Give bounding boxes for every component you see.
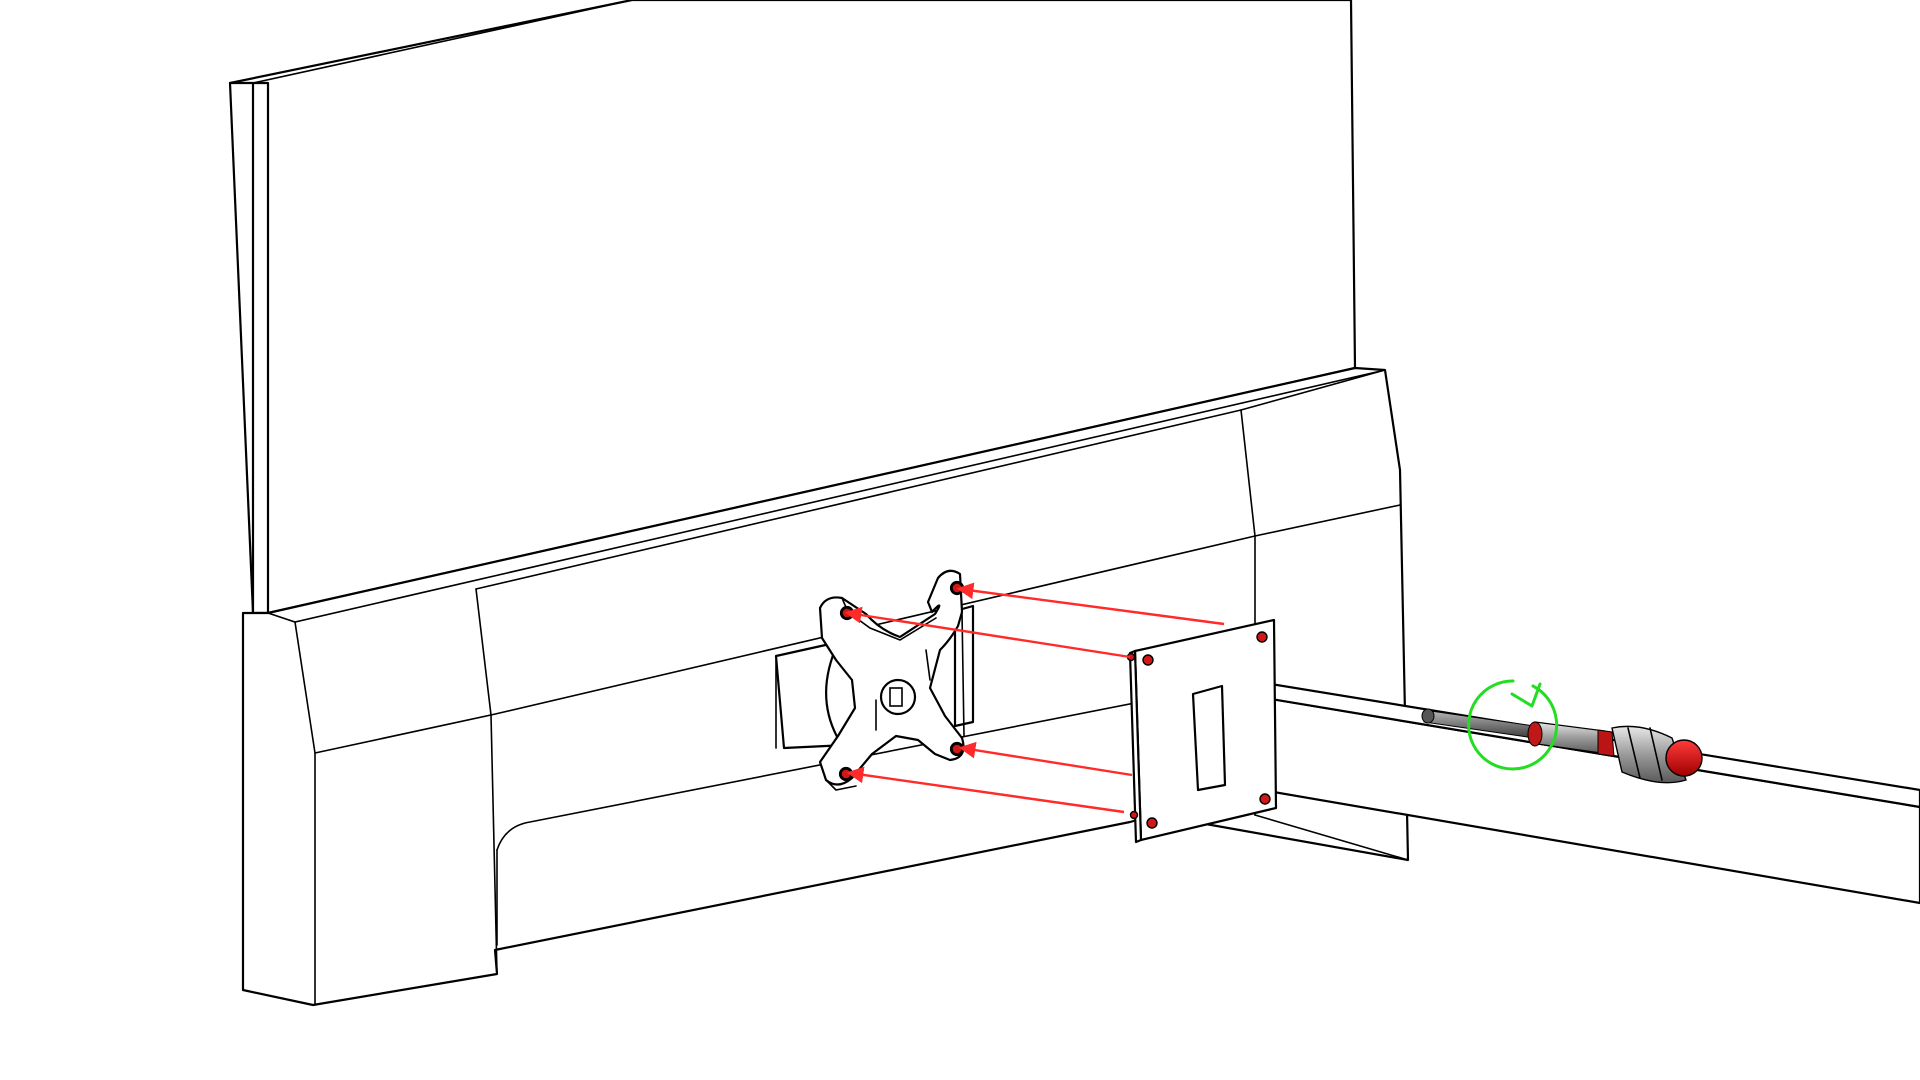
alignment-arrows: [844, 582, 1225, 814]
mounting-arm: [1191, 674, 1920, 905]
bracket-screw-hole: [951, 743, 963, 755]
plate-screw-hole: [1259, 793, 1271, 805]
plate-pin-hole: [1129, 810, 1139, 820]
screwdriver: [1421, 708, 1703, 784]
monitor-back: [228, 0, 1410, 1007]
alignment-arrow: [956, 582, 1225, 626]
bracket-screw-hole: [840, 768, 852, 780]
plate-screw-hole: [1256, 631, 1268, 643]
clockwise-arrow-icon: [1467, 679, 1559, 771]
screwdriver-end-cap: [1665, 739, 1703, 777]
center-hole: [879, 678, 917, 716]
screw-holes: [840, 582, 1271, 829]
plate-screw-hole: [1146, 817, 1158, 829]
plate-screw-hole: [1142, 654, 1154, 666]
alignment-arrow: [846, 766, 1125, 814]
plate-edge: [1128, 649, 1143, 844]
alignment-arrow: [958, 741, 1133, 777]
mount-plate: [1128, 618, 1278, 844]
alignment-arrow: [844, 606, 1131, 659]
